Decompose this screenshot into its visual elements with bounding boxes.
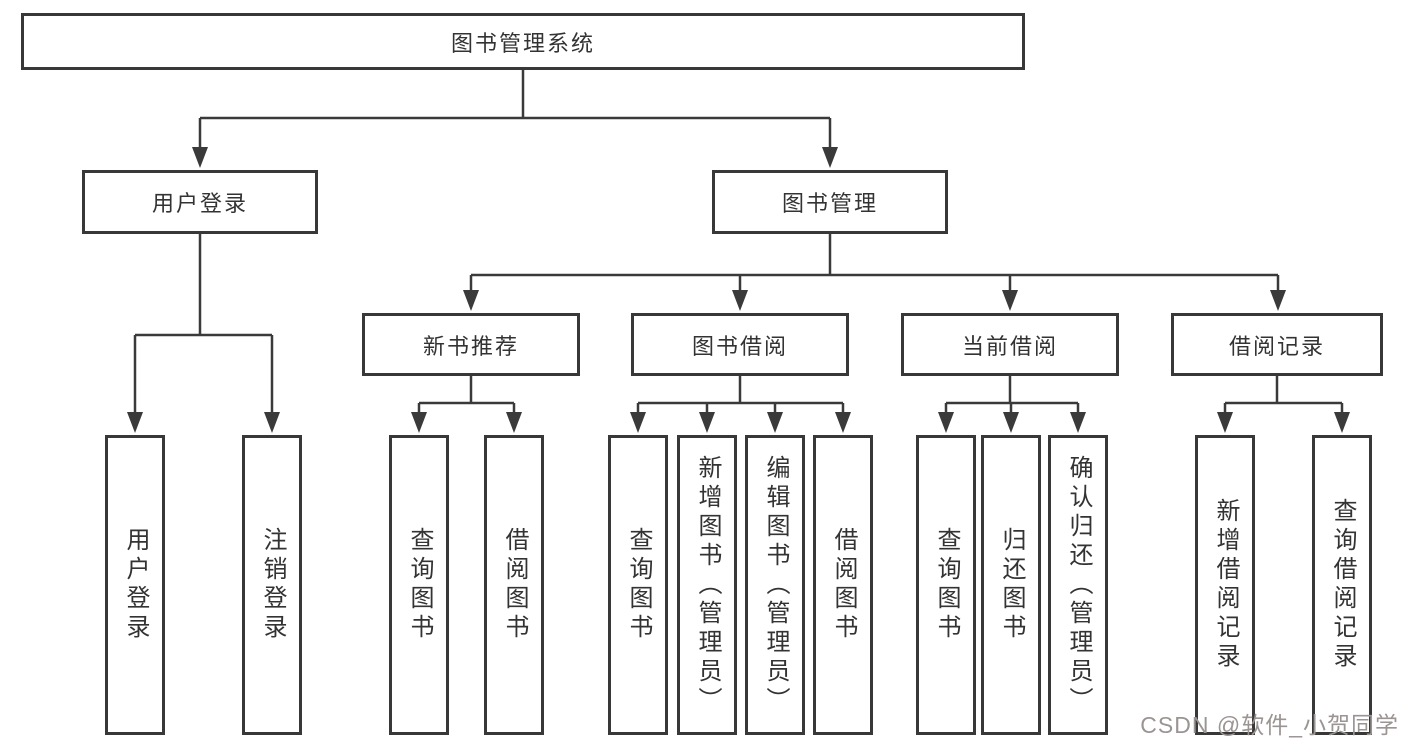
- node-label: 用户登录: [151, 191, 248, 216]
- leaf-label: 新增借阅记录: [1212, 498, 1239, 672]
- leaf-label: 查询图书: [406, 527, 433, 643]
- node-label: 借阅记录: [1228, 333, 1325, 359]
- leaf-query-book-borrowing: 查询图书: [608, 435, 668, 735]
- node-library-system: 图书管理系统: [21, 13, 1025, 70]
- node-user-login-branch: 用户登录: [82, 170, 318, 234]
- leaf-user-login: 用户登录: [105, 435, 165, 735]
- node-label: 当前借阅: [961, 333, 1058, 359]
- leaf-logout: 注销登录: [242, 435, 302, 735]
- leaf-query-borrow-record: 查询借阅记录: [1312, 435, 1372, 735]
- node-label: 图书借阅: [691, 333, 788, 359]
- leaf-label: 确认归还（管理员）: [1065, 454, 1092, 716]
- leaf-add-borrow-record: 新增借阅记录: [1195, 435, 1255, 735]
- node-new-book-recommend: 新书推荐: [362, 313, 580, 376]
- node-current-borrowing: 当前借阅: [901, 313, 1119, 376]
- node-book-borrowing: 图书借阅: [631, 313, 849, 376]
- leaf-borrow-book: 借阅图书: [813, 435, 873, 735]
- node-label: 图书管理: [781, 191, 878, 216]
- leaf-label: 注销登录: [259, 527, 286, 643]
- csdn-watermark: CSDN @软件_小贺同学: [1140, 712, 1399, 738]
- leaf-add-book-admin: 新增图书（管理员）: [677, 435, 737, 735]
- node-book-management: 图书管理: [712, 170, 948, 234]
- leaf-label: 查询借阅记录: [1329, 498, 1356, 672]
- leaf-label: 查询图书: [933, 527, 960, 643]
- node-label: 图书管理系统: [450, 30, 595, 56]
- leaf-query-book-recommend: 查询图书: [389, 435, 449, 735]
- leaf-label: 用户登录: [122, 527, 149, 643]
- leaf-label: 查询图书: [625, 527, 652, 643]
- node-label: 新书推荐: [422, 333, 519, 359]
- arrowheads: [127, 147, 1350, 433]
- leaf-label: 借阅图书: [501, 527, 528, 643]
- leaf-query-book-current: 查询图书: [916, 435, 976, 735]
- leaf-label: 归还图书: [998, 527, 1025, 643]
- leaf-label: 新增图书（管理员）: [694, 454, 721, 716]
- leaf-edit-book-admin: 编辑图书（管理员）: [745, 435, 805, 735]
- leaf-return-book: 归还图书: [981, 435, 1041, 735]
- node-borrow-records: 借阅记录: [1171, 313, 1383, 376]
- leaf-label: 编辑图书（管理员）: [762, 454, 789, 716]
- leaf-confirm-return-admin: 确认归还（管理员）: [1048, 435, 1108, 735]
- leaf-label: 借阅图书: [830, 527, 857, 643]
- leaf-borrow-book-recommend: 借阅图书: [484, 435, 544, 735]
